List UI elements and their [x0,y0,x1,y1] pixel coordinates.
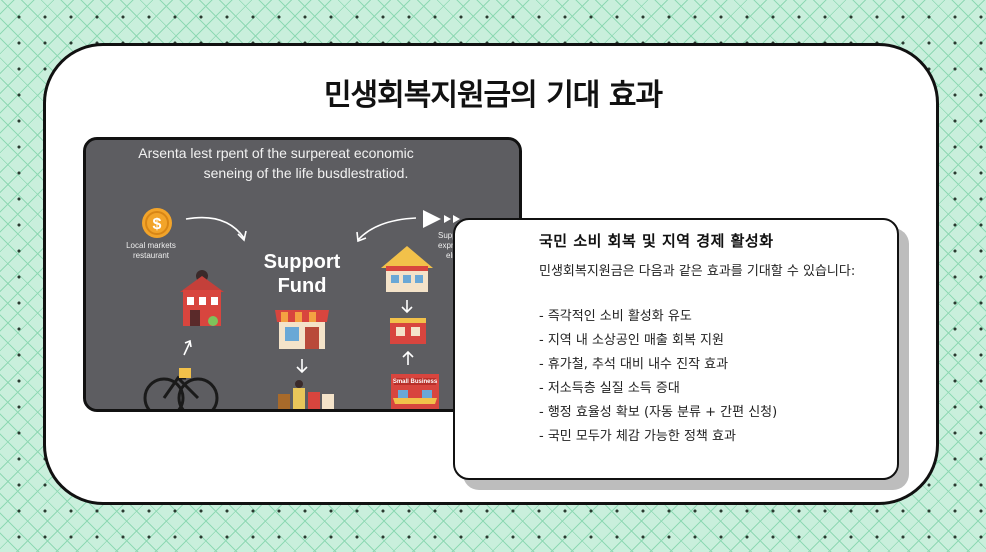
support-fund-illustration: Arsenta lest rpent of the surpereat econ… [86,140,519,409]
coin-symbol: $ [153,216,162,233]
arrow-right-to-fund [357,217,417,241]
effects-card: 국민 소비 회복 및 지역 경제 활성화 민생회복지원금은 다음과 같은 효과를… [453,218,899,480]
arrow-up-right [402,350,414,365]
list-item: - 휴가철, 추석 대비 내수 진작 효과 [539,357,729,372]
card-heading: 국민 소비 회복 및 지역 경제 활성화 [539,232,774,250]
small-store-icon [390,318,426,344]
center-label-line1: Support [264,251,341,273]
left-label-line1: Local markets [126,241,176,250]
illustration-frame: Arsenta lest rpent of the surpereat econ… [83,137,522,412]
list-item: - 행정 효율성 확보 (자동 분류 + 간편 신청) [539,405,778,420]
illustration-caption-line2: seneing of the life busdlestratiod. [204,165,409,181]
small-business-sign: Small Business [393,379,438,385]
play-arrows-icon [423,210,460,228]
left-label-line2: restaurant [133,251,170,260]
page-title: 민생회복지원금의 기대 효과 [323,78,663,113]
list-item: - 지역 내 소상공인 매출 회복 지원 [539,333,724,348]
effects-list: - 즉각적인 소비 활성화 유도 - 지역 내 소상공인 매출 회복 지원 - … [539,305,877,449]
list-item: - 저소득층 실질 소득 증대 [539,381,680,396]
arrow-down-right [401,300,413,314]
coin-icon: $ [142,208,172,238]
bicycle-basket [179,368,191,378]
market-store-icon [275,310,329,349]
arrow-coin-to-fund [185,216,245,239]
jars-icon [278,380,334,409]
card-intro: 민생회복지원금은 다음과 같은 효과를 기대할 수 있습니다: [539,264,856,279]
illustration-caption-line1: Arsenta lest rpent of the surpereat econ… [138,145,413,161]
arrow-head [184,339,192,348]
small-business-building-icon [391,374,439,409]
list-item: - 국민 모두가 체감 가능한 정책 효과 [539,429,736,444]
red-house-icon [180,270,224,326]
list-item: - 즉각적인 소비 활성화 유도 [539,309,692,324]
yellow-house-icon [381,246,433,292]
arrow-head [237,230,247,242]
arrow-down-center [296,359,308,374]
arrow-head [356,231,367,243]
arrow-up-left [183,341,191,356]
center-label-line2: Fund [278,275,327,297]
